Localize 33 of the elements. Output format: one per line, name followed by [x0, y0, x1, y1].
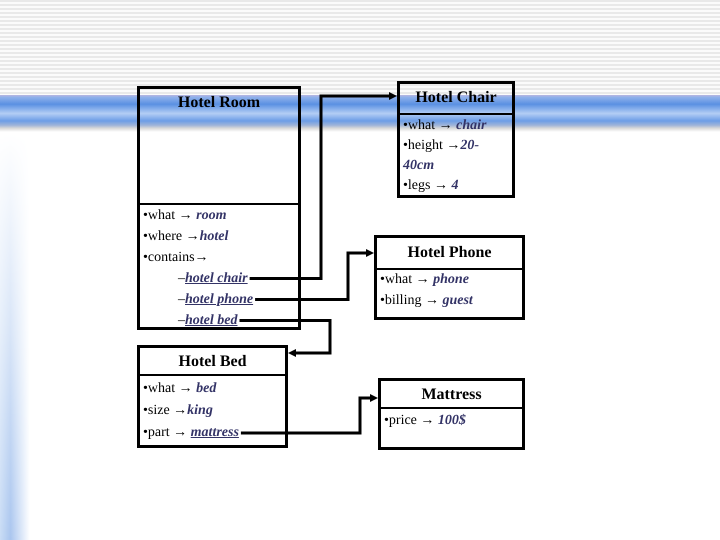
attribute-text: •part → mattress [143, 422, 239, 444]
list-item-text: –hotel chair [178, 268, 248, 289]
class-box [137, 345, 288, 448]
attribute-text: •legs → 4 [403, 177, 458, 195]
class-box [137, 86, 301, 330]
list-item-text: –hotel phone [178, 289, 254, 310]
elbow-arrow-connector [240, 319, 332, 357]
attribute-text: •what → room [143, 207, 226, 225]
box-title: Hotel Chair [415, 88, 497, 108]
box-title: Mattress [421, 385, 482, 405]
hyperlink: hotel chair [185, 271, 248, 286]
box-title: Hotel Phone [408, 243, 492, 263]
attribute-text: •what → bed [143, 380, 216, 398]
hyperlink: hotel phone [185, 292, 254, 307]
attribute-text: •where →hotel [143, 228, 228, 246]
list-item-text: –hotel bed [178, 310, 238, 331]
hyperlink: mattress [190, 425, 239, 440]
elbow-arrow-connector [240, 394, 378, 434]
class-box [378, 378, 525, 450]
class-box [397, 81, 515, 198]
elbow-arrow-connector [255, 249, 374, 301]
elbow-arrow-connector [250, 92, 397, 280]
attribute-text: •what → chair [403, 117, 486, 135]
attribute-text: •price → 100$ [384, 412, 466, 430]
attribute-text: •what → phone [380, 271, 469, 289]
box-title: Hotel Bed [178, 352, 246, 372]
attribute-text: •contains→ [143, 249, 209, 267]
hyperlink: hotel bed [185, 313, 238, 328]
class-box [374, 235, 525, 320]
attribute-text: •size →king [143, 402, 213, 420]
box-title: Hotel Room [178, 93, 260, 113]
attribute-text: •billing → guest [380, 292, 473, 310]
attribute-text: •height →20-40cm [403, 137, 480, 175]
